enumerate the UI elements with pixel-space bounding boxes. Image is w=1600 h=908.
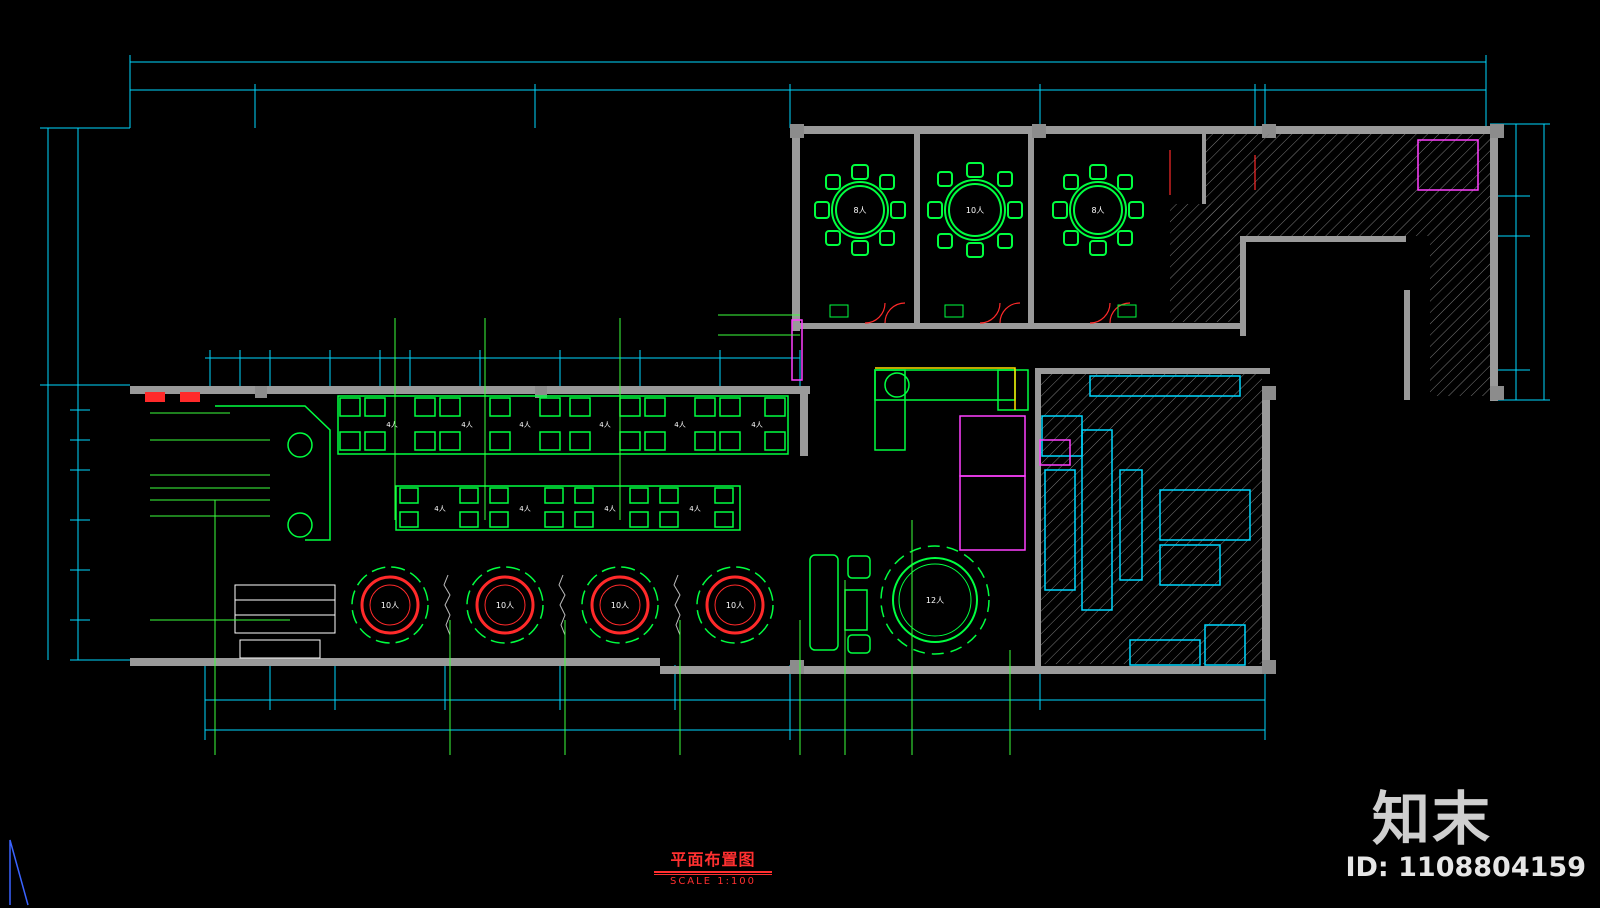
- plant-dividers: [443, 574, 681, 636]
- bottom-dimension-lines: [204, 665, 1266, 740]
- hall-round-table-3: [581, 566, 659, 644]
- booth-top-6-seats: 4人: [751, 421, 762, 429]
- private-room-1-table: [814, 164, 906, 256]
- hatched-areas: [1041, 134, 1490, 664]
- hall-table-labels: 10人 10人 10人 10人 12人: [381, 596, 944, 610]
- entrance-stair: [234, 584, 336, 659]
- private-room-3-table: [1052, 164, 1144, 256]
- large-round-table: [880, 545, 990, 655]
- hall-table-1-seats: 10人: [381, 601, 399, 610]
- private-room-tables: [814, 162, 1144, 258]
- title-underline-thin: [654, 874, 772, 875]
- lounge-sofa: [809, 554, 871, 654]
- large-table-seats: 12人: [926, 596, 944, 605]
- hall-dimension-line: [205, 350, 801, 390]
- booth-seating-middle: [395, 485, 741, 531]
- watermark-brand: 知末: [1371, 785, 1492, 853]
- private-room-1-seats: 8人: [853, 206, 866, 215]
- booth-mid-1-seats: 4人: [434, 505, 445, 513]
- booth-mid-3-seats: 4人: [604, 505, 615, 513]
- booth-mid-2-seats: 4人: [519, 505, 530, 513]
- bar-counter: [874, 369, 1029, 451]
- annotation-leaders: [150, 314, 1011, 755]
- drawing-title-block: 平面布置图 SCALE 1:100: [654, 846, 772, 887]
- booth-top-3-seats: 4人: [519, 421, 530, 429]
- booth-top-5-seats: 4人: [674, 421, 685, 429]
- hall-table-2-seats: 10人: [496, 601, 514, 610]
- private-room-2-table: [927, 162, 1023, 258]
- title-underline: [654, 871, 772, 873]
- booth-top-1-seats: 4人: [386, 421, 397, 429]
- private-room-2-seats: 10人: [966, 206, 984, 215]
- hall-round-table-4: [696, 566, 774, 644]
- drawing-title: 平面布置图: [670, 850, 756, 869]
- booth-top-2-seats: 4人: [461, 421, 472, 429]
- booth-mid-4-seats: 4人: [689, 505, 700, 513]
- walls: [130, 126, 1498, 674]
- booth-top-4-seats: 4人: [599, 421, 610, 429]
- private-room-doors: [864, 150, 1256, 324]
- hall-round-table-1: [351, 566, 429, 644]
- reception-desk: [215, 405, 331, 541]
- right-dimension-lines: [1490, 123, 1550, 401]
- hall-round-table-2: [466, 566, 544, 644]
- booth-top-labels: 4人 4人 4人 4人 4人 4人: [386, 421, 762, 429]
- yellow-partition: [875, 367, 1016, 410]
- watermark-id: ID: 1108804159: [1345, 852, 1586, 883]
- top-dimension-lines: [129, 55, 1487, 128]
- booth-seating-top: [337, 395, 789, 455]
- green-cabinets: [829, 304, 1137, 318]
- drawing-scale: SCALE 1:100: [669, 876, 757, 887]
- kitchen-accents: [791, 139, 1479, 551]
- cad-ucs-icon: [9, 839, 29, 906]
- left-dimension-lines: [40, 127, 130, 661]
- booth-middle-labels: 4人 4人 4人 4人: [434, 505, 700, 513]
- private-room-3-seats: 8人: [1091, 206, 1104, 215]
- hall-round-tables: [351, 545, 990, 655]
- private-room-seat-labels: 8人 10人 8人: [853, 206, 1104, 215]
- kitchen-equipment: [1041, 375, 1251, 666]
- hall-table-3-seats: 10人: [611, 601, 629, 610]
- columns: [255, 124, 1504, 674]
- hall-table-4-seats: 10人: [726, 601, 744, 610]
- red-equipment: [145, 392, 200, 402]
